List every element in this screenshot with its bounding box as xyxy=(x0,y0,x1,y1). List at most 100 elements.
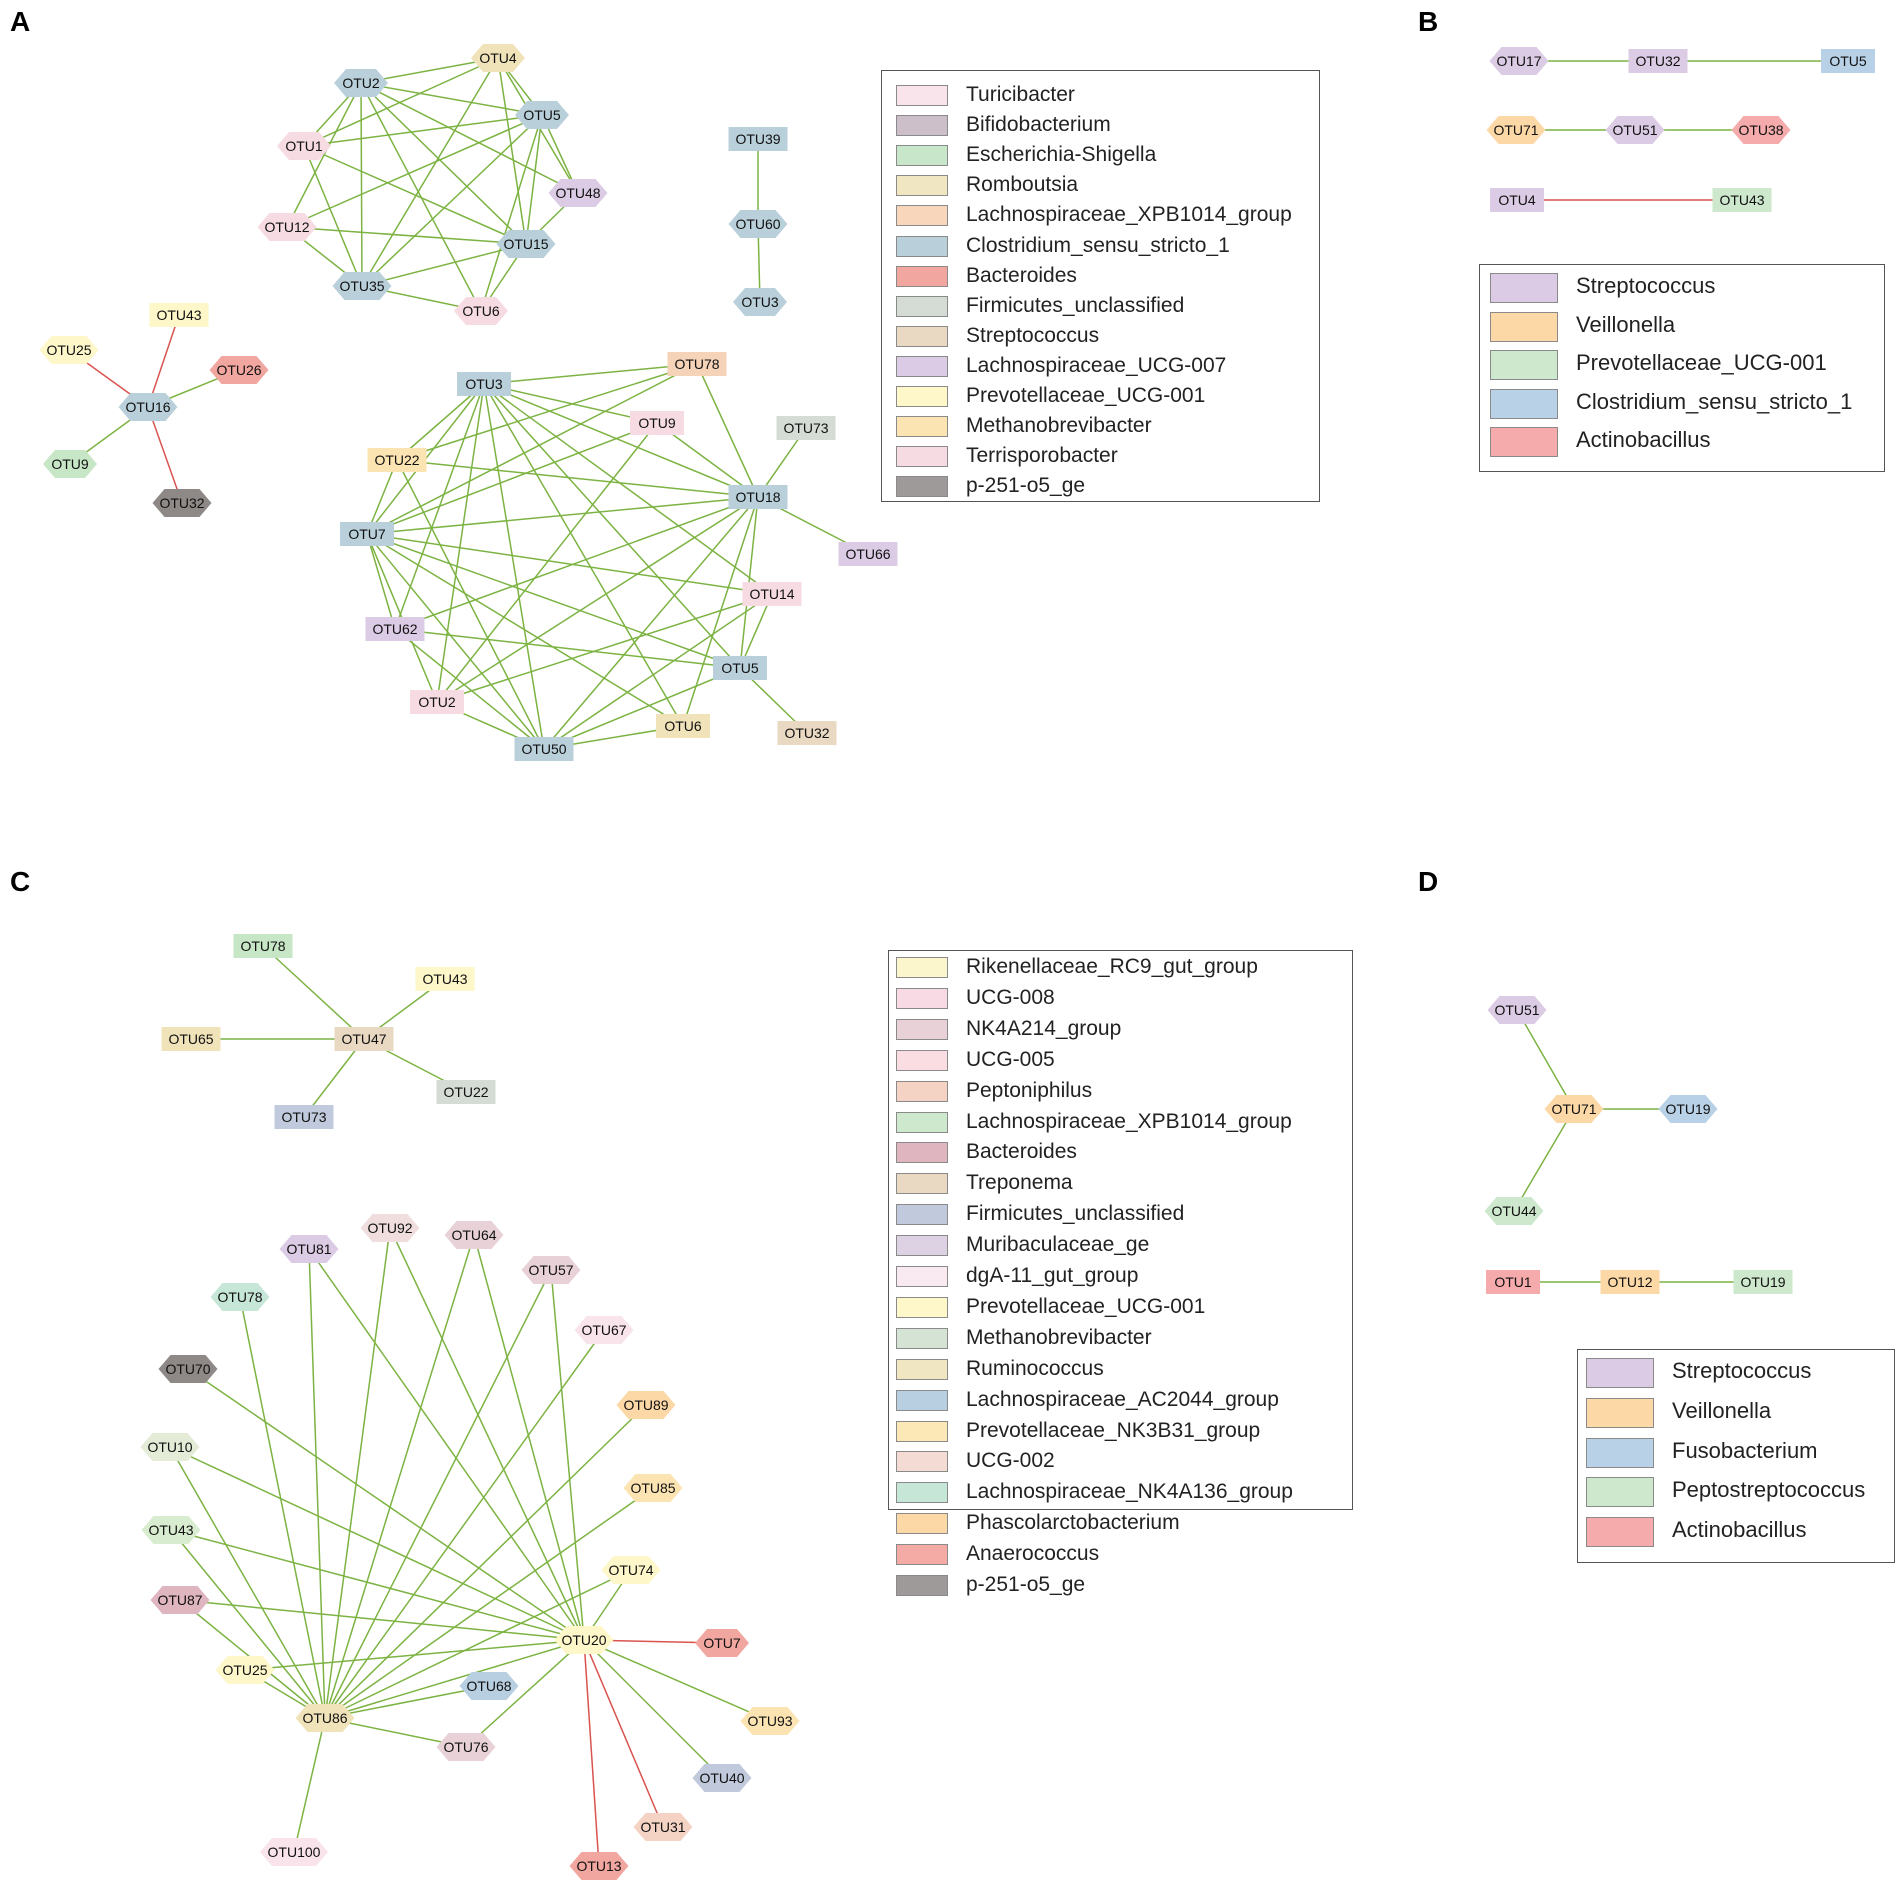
node-otu25: OTU25 xyxy=(215,1656,275,1684)
node-rect-shape xyxy=(777,721,837,745)
node-otu13: OTU13 xyxy=(569,1852,629,1880)
node-diamond-shape xyxy=(515,101,569,129)
legend-label: Veillonella xyxy=(1576,311,1676,337)
node-rect-shape xyxy=(415,967,475,991)
node-diamond-shape xyxy=(554,1626,614,1654)
edge-pos xyxy=(543,496,759,750)
node-otu5: OTU5 xyxy=(515,101,569,129)
legend-swatch xyxy=(1586,1437,1654,1468)
node-otu62: OTU62 xyxy=(365,617,425,641)
legend-label: Lachnospiraceae_XPB1014_group xyxy=(966,203,1292,227)
edge-pos xyxy=(436,496,759,703)
node-label: OTU47 xyxy=(341,1031,386,1047)
node-label: OTU50 xyxy=(521,741,566,757)
node-diamond-shape xyxy=(695,1629,749,1657)
node-label: OTU89 xyxy=(623,1397,668,1413)
node-diamond-shape xyxy=(569,1852,629,1880)
edge-pos xyxy=(550,1269,585,1641)
node-diamond-shape xyxy=(623,1474,683,1502)
node-rect-shape xyxy=(149,303,209,327)
edge-neg xyxy=(147,406,183,504)
legend-label: Lachnospiraceae_XPB1014_group xyxy=(966,1109,1292,1133)
node-label: OTU78 xyxy=(217,1289,262,1305)
node-otu1: OTU1 xyxy=(1486,1270,1540,1294)
legend-label: Anaerococcus xyxy=(966,1542,1100,1566)
node-rect-shape xyxy=(457,372,511,396)
node-diamond-shape xyxy=(277,132,331,160)
edge-pos xyxy=(396,459,545,750)
node-diamond-shape xyxy=(436,1733,496,1761)
legend-label: Bacteroides xyxy=(966,263,1077,287)
node-label: OTU43 xyxy=(148,1522,193,1538)
node-diamond-shape xyxy=(496,230,556,258)
edge-pos xyxy=(483,363,698,385)
node-label: OTU86 xyxy=(302,1710,347,1726)
node-otu35: OTU35 xyxy=(332,272,392,300)
node-otu6: OTU6 xyxy=(656,714,710,738)
legend-swatch xyxy=(1490,388,1558,419)
edge-pos xyxy=(303,57,499,147)
edge-pos xyxy=(293,1717,326,1853)
node-diamond-shape xyxy=(360,1214,420,1242)
node-otu78: OTU78 xyxy=(233,934,293,958)
edge-pos xyxy=(1516,1009,1575,1110)
legend-swatch xyxy=(896,1389,948,1411)
node-label: OTU93 xyxy=(747,1713,792,1729)
edge-pos xyxy=(473,1234,585,1641)
edge-pos xyxy=(483,383,545,750)
node-rect-shape xyxy=(367,448,427,472)
legend-swatch xyxy=(896,1513,948,1535)
edge-pos xyxy=(394,628,545,750)
node-label: OTU4 xyxy=(479,50,517,66)
edge-pos xyxy=(739,593,773,669)
legend-label: Methanobrevibacter xyxy=(966,414,1152,438)
edge-pos xyxy=(682,496,759,727)
node-otu68: OTU68 xyxy=(459,1672,519,1700)
node-label: OTU12 xyxy=(1607,1274,1652,1290)
node-diamond-shape xyxy=(574,1316,634,1344)
legend-swatch xyxy=(896,1080,948,1102)
legend-label: Lachnospiraceae_AC2044_group xyxy=(966,1387,1279,1411)
node-label: OTU32 xyxy=(159,495,204,511)
node-label: OTU39 xyxy=(735,131,780,147)
edge-pos xyxy=(360,82,363,287)
node-diamond-shape xyxy=(459,1672,519,1700)
node-diamond-shape xyxy=(740,1707,800,1735)
node-label: OTU20 xyxy=(561,1632,606,1648)
node-otu47: OTU47 xyxy=(334,1027,394,1051)
legend-swatch xyxy=(896,446,948,468)
node-otu43: OTU43 xyxy=(415,967,475,991)
node-otu39: OTU39 xyxy=(728,127,788,151)
legend-swatch xyxy=(896,1544,948,1566)
edge-pos xyxy=(366,533,741,669)
node-otu7: OTU7 xyxy=(695,1629,749,1657)
node-otu87: OTU87 xyxy=(150,1586,210,1614)
node-rect-shape xyxy=(1821,49,1875,73)
node-label: OTU1 xyxy=(1494,1274,1532,1290)
node-label: OTU64 xyxy=(451,1227,496,1243)
legend-label: UCG-008 xyxy=(966,985,1055,1009)
node-otu7: OTU7 xyxy=(340,522,394,546)
node-otu31: OTU31 xyxy=(633,1813,693,1841)
node-diamond-shape xyxy=(295,1704,355,1732)
edge-pos xyxy=(436,593,773,703)
node-label: OTU12 xyxy=(264,219,309,235)
node-label: OTU14 xyxy=(749,586,794,602)
node-diamond-shape xyxy=(728,210,788,238)
edge-pos xyxy=(170,1529,326,1719)
node-label: OTU5 xyxy=(721,660,759,676)
legend-label: Veillonella xyxy=(1672,1397,1772,1423)
legend-swatch xyxy=(896,987,948,1009)
legend-swatch xyxy=(896,1358,948,1380)
node-label: OTU1 xyxy=(285,138,323,154)
node-otu51: OTU51 xyxy=(1487,996,1547,1024)
legend-label: Ruminococcus xyxy=(966,1356,1104,1380)
node-label: OTU43 xyxy=(422,971,467,987)
node-rect-shape xyxy=(233,934,293,958)
panel-letter-c: C xyxy=(10,866,31,897)
legend-label: Escherichia-Shigella xyxy=(966,143,1157,167)
node-otu71: OTU71 xyxy=(1486,116,1546,144)
legend-swatch xyxy=(1490,273,1558,303)
